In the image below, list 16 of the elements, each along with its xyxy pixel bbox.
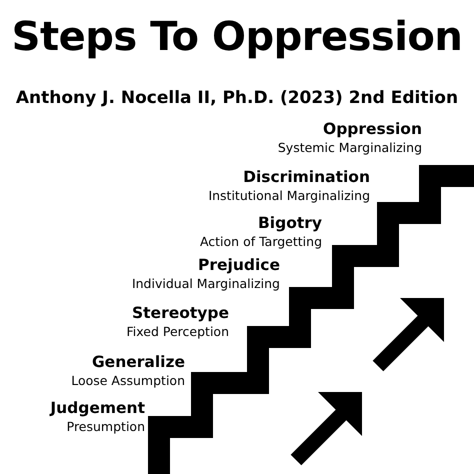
step-description: Action of Targetting — [200, 234, 322, 249]
step-description: Fixed Perception — [126, 324, 229, 339]
step-heading: Generalize — [92, 353, 185, 371]
step-heading: Bigotry — [258, 214, 322, 232]
subtitle: Anthony J. Nocella II, Ph.D. (2023) 2nd Edition — [14, 88, 460, 108]
step-heading: Prejudice — [198, 256, 280, 274]
step-heading: Stereotype — [132, 304, 229, 322]
step-description: Loose Assumption — [71, 373, 185, 388]
step-heading: Oppression — [323, 120, 422, 138]
step-description: Institutional Marginalizing — [208, 188, 370, 203]
step-heading: Discrimination — [243, 168, 370, 186]
step-description: Individual Marginalizing — [132, 276, 280, 291]
step-heading: Judgement — [50, 399, 145, 417]
step-description: Presumption — [66, 419, 145, 434]
title: Steps To Oppression — [10, 14, 464, 60]
step-description: Systemic Marginalizing — [278, 140, 422, 155]
